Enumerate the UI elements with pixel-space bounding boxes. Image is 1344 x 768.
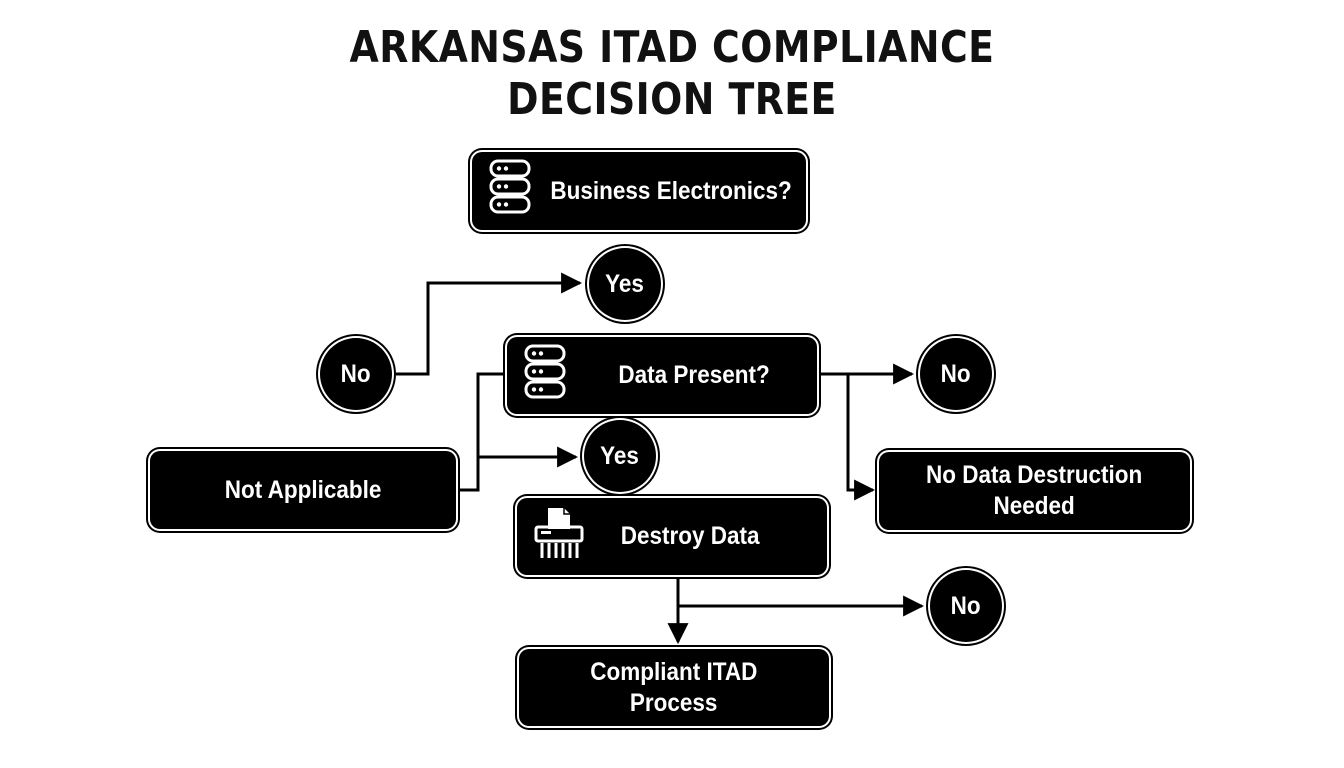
node-data-present: Data Present? (507, 337, 817, 414)
connector-destroy-to-no (676, 578, 925, 617)
decision-label: No (940, 359, 971, 388)
node-label: Business Electronics? (550, 176, 792, 205)
node-label: Destroy Data (620, 522, 760, 550)
decision-label: Yes (600, 441, 640, 470)
node-label: Data Present? (618, 361, 770, 389)
node-destroy-data: Destroy Data (517, 498, 827, 575)
decision-no-bottom: No (930, 570, 1002, 642)
decision-label: No (340, 359, 371, 388)
connector-data-present-to-no-destruction (846, 374, 876, 501)
decision-yes-middle: Yes (584, 420, 656, 492)
database-icon (488, 158, 532, 224)
node-compliant-itad-process: Compliant ITAD Process (519, 649, 829, 726)
node-label-line-1: Compliant ITAD (590, 657, 758, 686)
node-no-data-destruction-needed: No Data Destruction Needed (879, 452, 1190, 530)
shredder-icon (533, 505, 585, 569)
connector-no-to-yes-top (396, 272, 583, 376)
connector-not-applicable-to-data-present (458, 372, 506, 492)
database-icon (523, 343, 567, 409)
decision-yes-top: Yes (589, 248, 661, 320)
node-label-line-1: No Data Destruction (926, 461, 1143, 489)
node-not-applicable: Not Applicable (150, 451, 456, 529)
node-business-electronics: Business Electronics? (472, 152, 806, 230)
decision-label: No (950, 591, 981, 620)
node-label-line-2: Needed (993, 492, 1076, 520)
title-line-2: DECISION TREE (507, 74, 837, 125)
node-label: Not Applicable (224, 475, 382, 504)
decision-label: Yes (605, 269, 645, 298)
title-line-1: ARKANSAS ITAD COMPLIANCE (349, 22, 995, 73)
decision-no-right: No (920, 338, 992, 410)
node-label-line-2: Process (630, 688, 718, 717)
decision-no-left: No (320, 338, 392, 410)
